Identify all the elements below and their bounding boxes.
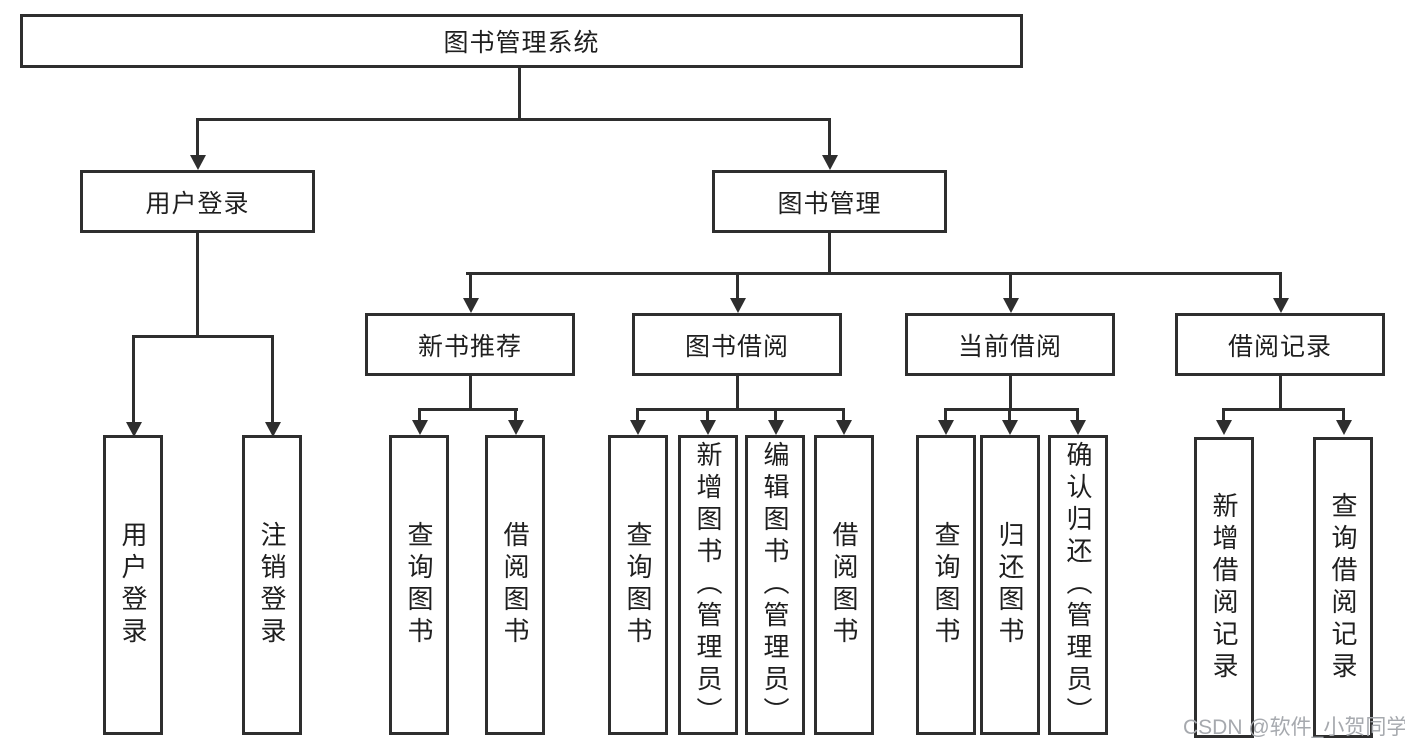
leaf-bb-add-books: 新增图书（管理员）: [678, 435, 738, 735]
leaf-bb-edit-books: 编辑图书（管理员）: [745, 435, 805, 735]
connector-root-stem: [518, 68, 521, 121]
connector-root-splitter: [196, 118, 831, 121]
leaf-bb-query-books: 查询图书: [608, 435, 668, 735]
node-borrow-records: 借阅记录: [1175, 313, 1385, 376]
csdn-watermark: CSDN @软件_小贺同学: [1183, 716, 1405, 739]
leaf-nb-query-books-label: 查询图书: [404, 521, 434, 649]
connector-borrow-records-stem: [1279, 376, 1282, 411]
leaf-logout-label: 注销登录: [257, 521, 287, 649]
leaf-nb-borrow-books-label: 借阅图书: [500, 521, 530, 649]
leaf-cb-query-books: 查询图书: [916, 435, 976, 735]
arrow-to-bb-query: [636, 408, 639, 420]
leaf-cb-query-books-label: 查询图书: [931, 521, 961, 649]
leaf-user-login: 用户登录: [103, 435, 163, 735]
arrow-to-borrow-records: [1279, 272, 1282, 298]
arrow-to-br-add: [1222, 408, 1225, 420]
node-book-borrow: 图书借阅: [632, 313, 842, 376]
arrow-to-current-borrow: [1009, 272, 1012, 298]
leaf-bb-edit-books-label: 编辑图书（管理员）: [760, 441, 790, 729]
leaf-br-query-record-label: 查询借阅记录: [1328, 491, 1358, 684]
arrow-to-br-query: [1342, 408, 1345, 420]
leaf-bb-borrow-books-label: 借阅图书: [829, 521, 859, 649]
leaf-nb-query-books: 查询图书: [389, 435, 449, 735]
connector-user-login-stem: [196, 233, 199, 338]
connector-current-borrow-stem: [1009, 376, 1012, 411]
leaf-br-add-record-label: 新增借阅记录: [1209, 491, 1239, 684]
connector-book-mgmt-stem: [828, 233, 831, 275]
arrow-to-bb-add: [706, 408, 709, 420]
node-new-books: 新书推荐: [365, 313, 575, 376]
arrow-to-leaf-user-login: [132, 335, 135, 422]
arrow-to-cb-return: [1008, 408, 1011, 420]
connector-new-books-stem: [469, 376, 472, 411]
connector-user-login-splitter: [132, 335, 274, 338]
arrow-to-nb-query: [418, 408, 421, 420]
node-user-login: 用户登录: [80, 170, 315, 233]
leaf-cb-confirm-return-label: 确认归还（管理员）: [1063, 441, 1093, 729]
arrow-to-cb-query: [944, 408, 947, 420]
arrow-to-cb-confirm: [1076, 408, 1079, 420]
node-book-mgmt: 图书管理: [712, 170, 947, 233]
arrow-to-user-login: [196, 118, 199, 155]
leaf-bb-query-books-label: 查询图书: [623, 521, 653, 649]
arrow-to-leaf-logout: [271, 335, 274, 422]
arrow-to-nb-borrow: [514, 408, 517, 420]
arrow-to-bb-edit: [774, 408, 777, 420]
arrow-to-new-books: [469, 272, 472, 298]
leaf-user-login-label: 用户登录: [118, 521, 148, 649]
leaf-nb-borrow-books: 借阅图书: [485, 435, 545, 735]
leaf-cb-confirm-return: 确认归还（管理员）: [1048, 435, 1108, 735]
leaf-bb-add-books-label: 新增图书（管理员）: [693, 441, 723, 729]
connector-current-borrow-splitter: [944, 408, 1079, 411]
arrow-to-book-mgmt: [828, 118, 831, 155]
leaf-bb-borrow-books: 借阅图书: [814, 435, 874, 735]
leaf-cb-return-books-label: 归还图书: [995, 521, 1025, 649]
leaf-logout: 注销登录: [242, 435, 302, 735]
leaf-br-add-record: 新增借阅记录: [1194, 437, 1254, 738]
arrow-to-book-borrow: [736, 272, 739, 298]
connector-borrow-records-splitter: [1222, 408, 1345, 411]
node-root-library-system: 图书管理系统: [20, 14, 1023, 68]
connector-book-mgmt-splitter: [466, 272, 1282, 275]
leaf-cb-return-books: 归还图书: [980, 435, 1040, 735]
node-current-borrow: 当前借阅: [905, 313, 1115, 376]
connector-book-borrow-splitter: [636, 408, 845, 411]
leaf-br-query-record: 查询借阅记录: [1313, 437, 1373, 738]
connector-book-borrow-stem: [736, 376, 739, 411]
arrow-to-bb-borrow: [842, 408, 845, 420]
connector-new-books-splitter: [418, 408, 518, 411]
